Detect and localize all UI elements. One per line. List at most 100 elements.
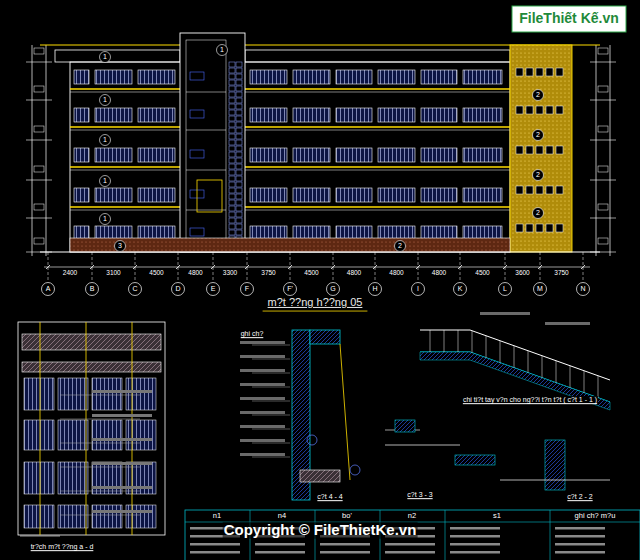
excerpt-window [92,420,122,450]
window-band [293,148,330,162]
window-band [336,108,372,122]
axis-bubble [42,283,55,296]
cad-line [245,210,510,211]
note-text-mark [255,543,305,546]
excerpt-title: tr?ch m?t ??ng a - d [30,543,95,551]
cad-line [245,92,510,93]
cad-line [70,88,180,90]
window-band [138,188,175,202]
cad-line [245,265,249,269]
level-mark [34,48,44,54]
glass-block [229,176,235,181]
window-band [74,108,89,122]
window-band [463,70,502,84]
callout-circle [100,52,111,63]
small-window [546,68,553,76]
axis-bubble [284,283,297,296]
glass-block [236,176,242,181]
excerpt-window [24,462,54,494]
ramp-hatch [420,352,610,410]
excerpt-window [126,378,156,410]
window-band [463,188,502,202]
excerpt-window [126,420,156,450]
glass-block [236,140,242,145]
callout-number: 2 [535,131,541,139]
small-window [536,68,543,76]
window-band [74,188,89,202]
note-text-mark [240,341,285,344]
axis-label: B [89,285,96,293]
window-band [336,148,372,162]
excerpt-window [24,505,54,528]
glass-block [236,206,242,211]
cad-line [186,92,226,93]
callout-number: 2 [535,91,541,99]
axis-label: M [536,285,544,293]
cad-line [445,510,446,560]
callout-number: 1 [102,136,108,144]
note-text-mark [450,543,500,546]
dimension: 4500 [474,269,490,276]
stair-window [190,228,204,236]
excerpt-window [92,505,122,528]
glass-block [236,188,242,193]
window-band [138,148,175,162]
note-text-mark [240,439,285,442]
cad-line [610,45,611,256]
glass-block [236,92,242,97]
stair-tower [180,33,245,252]
glass-block [236,98,242,103]
glass-block [229,140,235,145]
note-text-mark [450,527,500,530]
note-text-mark [555,535,605,538]
note-text-mark [190,551,240,554]
cad-line [556,361,557,383]
cad-line [538,265,542,269]
callout-circle [100,95,111,106]
axis-bubble [499,283,512,296]
callout-circle [100,135,111,146]
cad-line [70,92,180,93]
note-text-mark [240,425,285,428]
window-band [293,188,330,202]
watermark: Copyright © FileThietKe.vn [223,522,418,539]
cad-line [416,265,420,269]
cad-line [70,126,180,128]
glass-block [236,212,242,217]
dimension: 4800 [187,269,203,276]
cad-line [32,45,33,256]
small-window [556,186,563,194]
dimension: 4800 [346,269,362,276]
glass-block [236,128,242,133]
cad-line [26,62,52,63]
axis-bubble [172,283,185,296]
note-text-mark [255,551,305,554]
glass-block [229,86,235,91]
small-window [526,186,533,194]
small-window [546,224,553,232]
glass-block [229,224,235,229]
cad-line [252,401,290,402]
base-plinth [70,238,510,252]
small-window [536,146,543,154]
dimension: 3300 [222,269,238,276]
glass-block [236,224,242,229]
note-text-mark [240,397,285,400]
small-window [556,106,563,114]
cad-line [590,140,616,141]
glass-block [229,122,235,127]
axis-label: E [210,285,217,293]
cad-line [245,126,510,128]
note-text-mark [555,527,605,530]
callout-number: 1 [102,215,108,223]
cad-line [263,311,368,312]
note-text-mark [240,411,285,414]
section-title: c?t 3 - 3 [406,491,433,499]
cad-line [70,170,180,171]
glass-block [229,152,235,157]
glass-block [236,110,242,115]
level-mark [598,126,608,132]
callout-circle [533,208,544,219]
window-band [74,148,89,162]
